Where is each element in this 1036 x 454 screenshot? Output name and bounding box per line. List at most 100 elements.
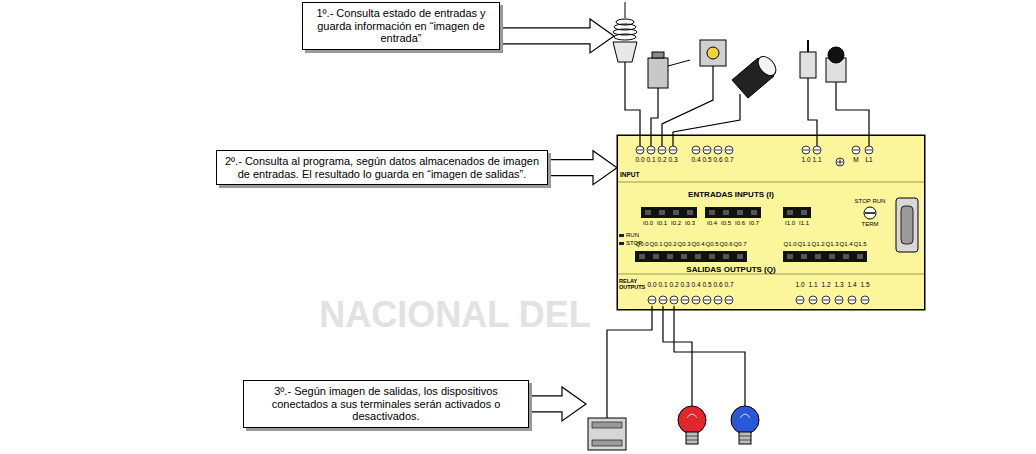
port-label: RELAY OUTPUTS bbox=[619, 279, 647, 291]
terminal-strip-edge bbox=[617, 182, 925, 183]
drawing-part bbox=[815, 254, 821, 259]
drawing-part bbox=[687, 414, 697, 418]
terminal-number: 0.2 bbox=[657, 157, 666, 164]
flow-arrow bbox=[548, 151, 617, 185]
led-label: I0.4 bbox=[707, 220, 717, 226]
drawing-part bbox=[648, 58, 668, 88]
limit-switch bbox=[800, 40, 816, 78]
drawing-part bbox=[588, 418, 626, 450]
drawing-part bbox=[658, 146, 666, 154]
status-label: RUN bbox=[626, 232, 639, 238]
drawing-part bbox=[755, 53, 780, 79]
terminal-number: M bbox=[853, 157, 858, 164]
drawing-part bbox=[801, 210, 807, 215]
terminal-number: 0.5 bbox=[702, 157, 711, 164]
drawing-part bbox=[695, 254, 701, 259]
drawing-part bbox=[797, 300, 803, 301]
port-label: INPUT bbox=[620, 172, 640, 179]
drawing-part bbox=[787, 254, 793, 259]
led-label: Q1.4 bbox=[839, 241, 852, 247]
drawing-part bbox=[737, 254, 743, 259]
drawing-part bbox=[703, 296, 711, 304]
drawing-part bbox=[660, 300, 666, 301]
db9-port bbox=[896, 198, 918, 252]
callout-box: 2º.- Consulta al programa, según datos a… bbox=[216, 150, 548, 185]
terminal-number: 1.1 bbox=[808, 282, 817, 289]
terminal-number: 0.1 bbox=[658, 282, 667, 289]
switch-label: TERM bbox=[862, 221, 879, 227]
drawing-part bbox=[726, 150, 732, 151]
drawing-part bbox=[849, 300, 855, 301]
drawing-part bbox=[686, 436, 698, 437]
led-label: Q1.0 bbox=[783, 241, 796, 247]
drawing-part bbox=[896, 198, 918, 252]
proximity-sensor bbox=[648, 52, 690, 88]
drawing-part bbox=[814, 150, 820, 151]
terminal-number: 0.2 bbox=[669, 282, 678, 289]
led-label: I0.1 bbox=[657, 220, 667, 226]
drawing-part bbox=[673, 94, 740, 146]
drawing-part bbox=[783, 251, 867, 262]
terminal-number: 0.7 bbox=[724, 282, 733, 289]
drawing-part bbox=[652, 52, 664, 58]
terminal-number: 0.3 bbox=[680, 282, 689, 289]
blue-bulb bbox=[731, 406, 759, 444]
drawing-part bbox=[731, 406, 759, 434]
drawing-part bbox=[592, 422, 622, 428]
drawing-part bbox=[674, 306, 745, 406]
drawing-part bbox=[828, 47, 844, 63]
drawing-part bbox=[739, 436, 751, 437]
drawing-part bbox=[813, 146, 821, 154]
drawing-part bbox=[751, 210, 757, 215]
drawing-part bbox=[787, 210, 793, 215]
drawing-part bbox=[709, 210, 715, 215]
led-label: Q0.7 bbox=[733, 241, 746, 247]
drawing-part bbox=[659, 210, 665, 215]
drawing-part bbox=[670, 296, 678, 304]
drawing-part bbox=[836, 82, 869, 146]
led-label: Q0.6 bbox=[719, 241, 732, 247]
drawing-part bbox=[653, 254, 659, 259]
drawing-part bbox=[659, 150, 665, 151]
terminal-number: 1.0 bbox=[795, 282, 804, 289]
drawing-part bbox=[635, 251, 747, 262]
drawing-part bbox=[723, 210, 729, 215]
drawing-part bbox=[807, 40, 809, 52]
drawing-part bbox=[715, 300, 721, 301]
drawing-part bbox=[862, 300, 868, 301]
status-leds bbox=[619, 234, 624, 245]
drawing-part bbox=[714, 146, 722, 154]
callout-text: 2º.- Consulta al programa, según datos a… bbox=[223, 155, 541, 180]
led-label: Q0.0 bbox=[635, 241, 648, 247]
drawing-part bbox=[673, 210, 679, 215]
drawing-part bbox=[801, 254, 807, 259]
terminal-number: 1.3 bbox=[834, 282, 843, 289]
terminal-number: 0.6 bbox=[713, 157, 722, 164]
drawing-part bbox=[726, 300, 732, 301]
led-label: I1.1 bbox=[799, 220, 809, 226]
drawing-part bbox=[678, 406, 706, 434]
led-label: I0.5 bbox=[721, 220, 731, 226]
drawing-part bbox=[840, 159, 841, 165]
terminal-number: 0.5 bbox=[702, 282, 711, 289]
drawing-part bbox=[704, 150, 710, 151]
led-label: I1.0 bbox=[785, 220, 795, 226]
drawing-part bbox=[739, 440, 751, 441]
drawing-part bbox=[651, 88, 658, 146]
drawing-part bbox=[619, 234, 624, 237]
terminal-number: 0.4 bbox=[691, 282, 700, 289]
callout-text: 1º.- Consulta estado de entradas y guard… bbox=[309, 7, 493, 45]
led-label: I0.0 bbox=[643, 220, 653, 226]
drawing-part bbox=[737, 210, 743, 215]
drawing-part bbox=[686, 432, 698, 444]
drawing-part bbox=[704, 300, 710, 301]
ground-symbol bbox=[836, 158, 844, 166]
drawing-part bbox=[861, 296, 869, 304]
led-label: I0.6 bbox=[735, 220, 745, 226]
led-label: I0.3 bbox=[685, 220, 695, 226]
led-label: Q0.4 bbox=[691, 241, 704, 247]
contactor bbox=[588, 418, 626, 450]
drawing-part bbox=[809, 296, 817, 304]
drawing-part bbox=[740, 414, 750, 418]
panel-heading: SALIDAS OUTPUTS (Q) bbox=[646, 265, 816, 274]
